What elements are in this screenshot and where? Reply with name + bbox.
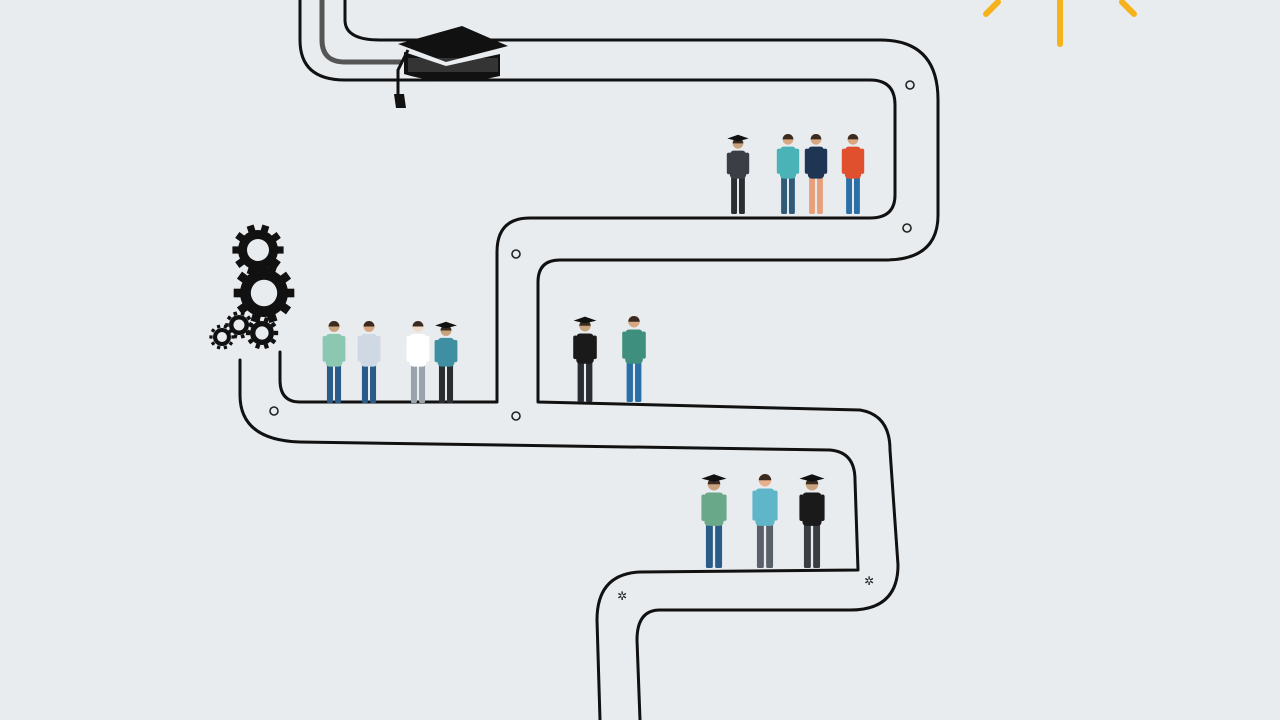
sun-rays-icon xyxy=(983,0,1137,47)
road-rivets: ✲ ✲ xyxy=(269,80,915,603)
svg-text:✲: ✲ xyxy=(617,589,627,603)
graduate-figure xyxy=(434,321,458,403)
top-right-group xyxy=(726,133,865,214)
gear-icon xyxy=(233,262,295,324)
graduate-figure xyxy=(726,134,750,214)
graduation-cap-icon xyxy=(394,26,508,108)
student-figure xyxy=(752,474,778,568)
graduate-figure xyxy=(799,474,825,568)
middle-group xyxy=(573,316,646,402)
road-rail xyxy=(319,0,403,65)
graduate-figure xyxy=(701,474,727,568)
gears-icon xyxy=(209,224,295,350)
student-figure xyxy=(776,133,800,214)
road-inner-edge xyxy=(343,0,940,720)
graduate-figure xyxy=(573,316,597,402)
people-layer xyxy=(322,133,865,568)
bottom-group xyxy=(701,474,825,568)
gear-icon xyxy=(209,324,235,350)
road-lower-edge xyxy=(238,358,860,720)
student-figure xyxy=(322,321,346,403)
student-figure xyxy=(622,316,646,402)
road-outer-edge xyxy=(278,0,897,404)
svg-text:✲: ✲ xyxy=(864,574,874,588)
left-group xyxy=(322,321,458,403)
student-figure xyxy=(841,133,865,214)
student-figure xyxy=(357,321,381,403)
student-figure xyxy=(406,321,430,403)
student-figure xyxy=(804,133,828,214)
gear-icon xyxy=(245,316,279,350)
